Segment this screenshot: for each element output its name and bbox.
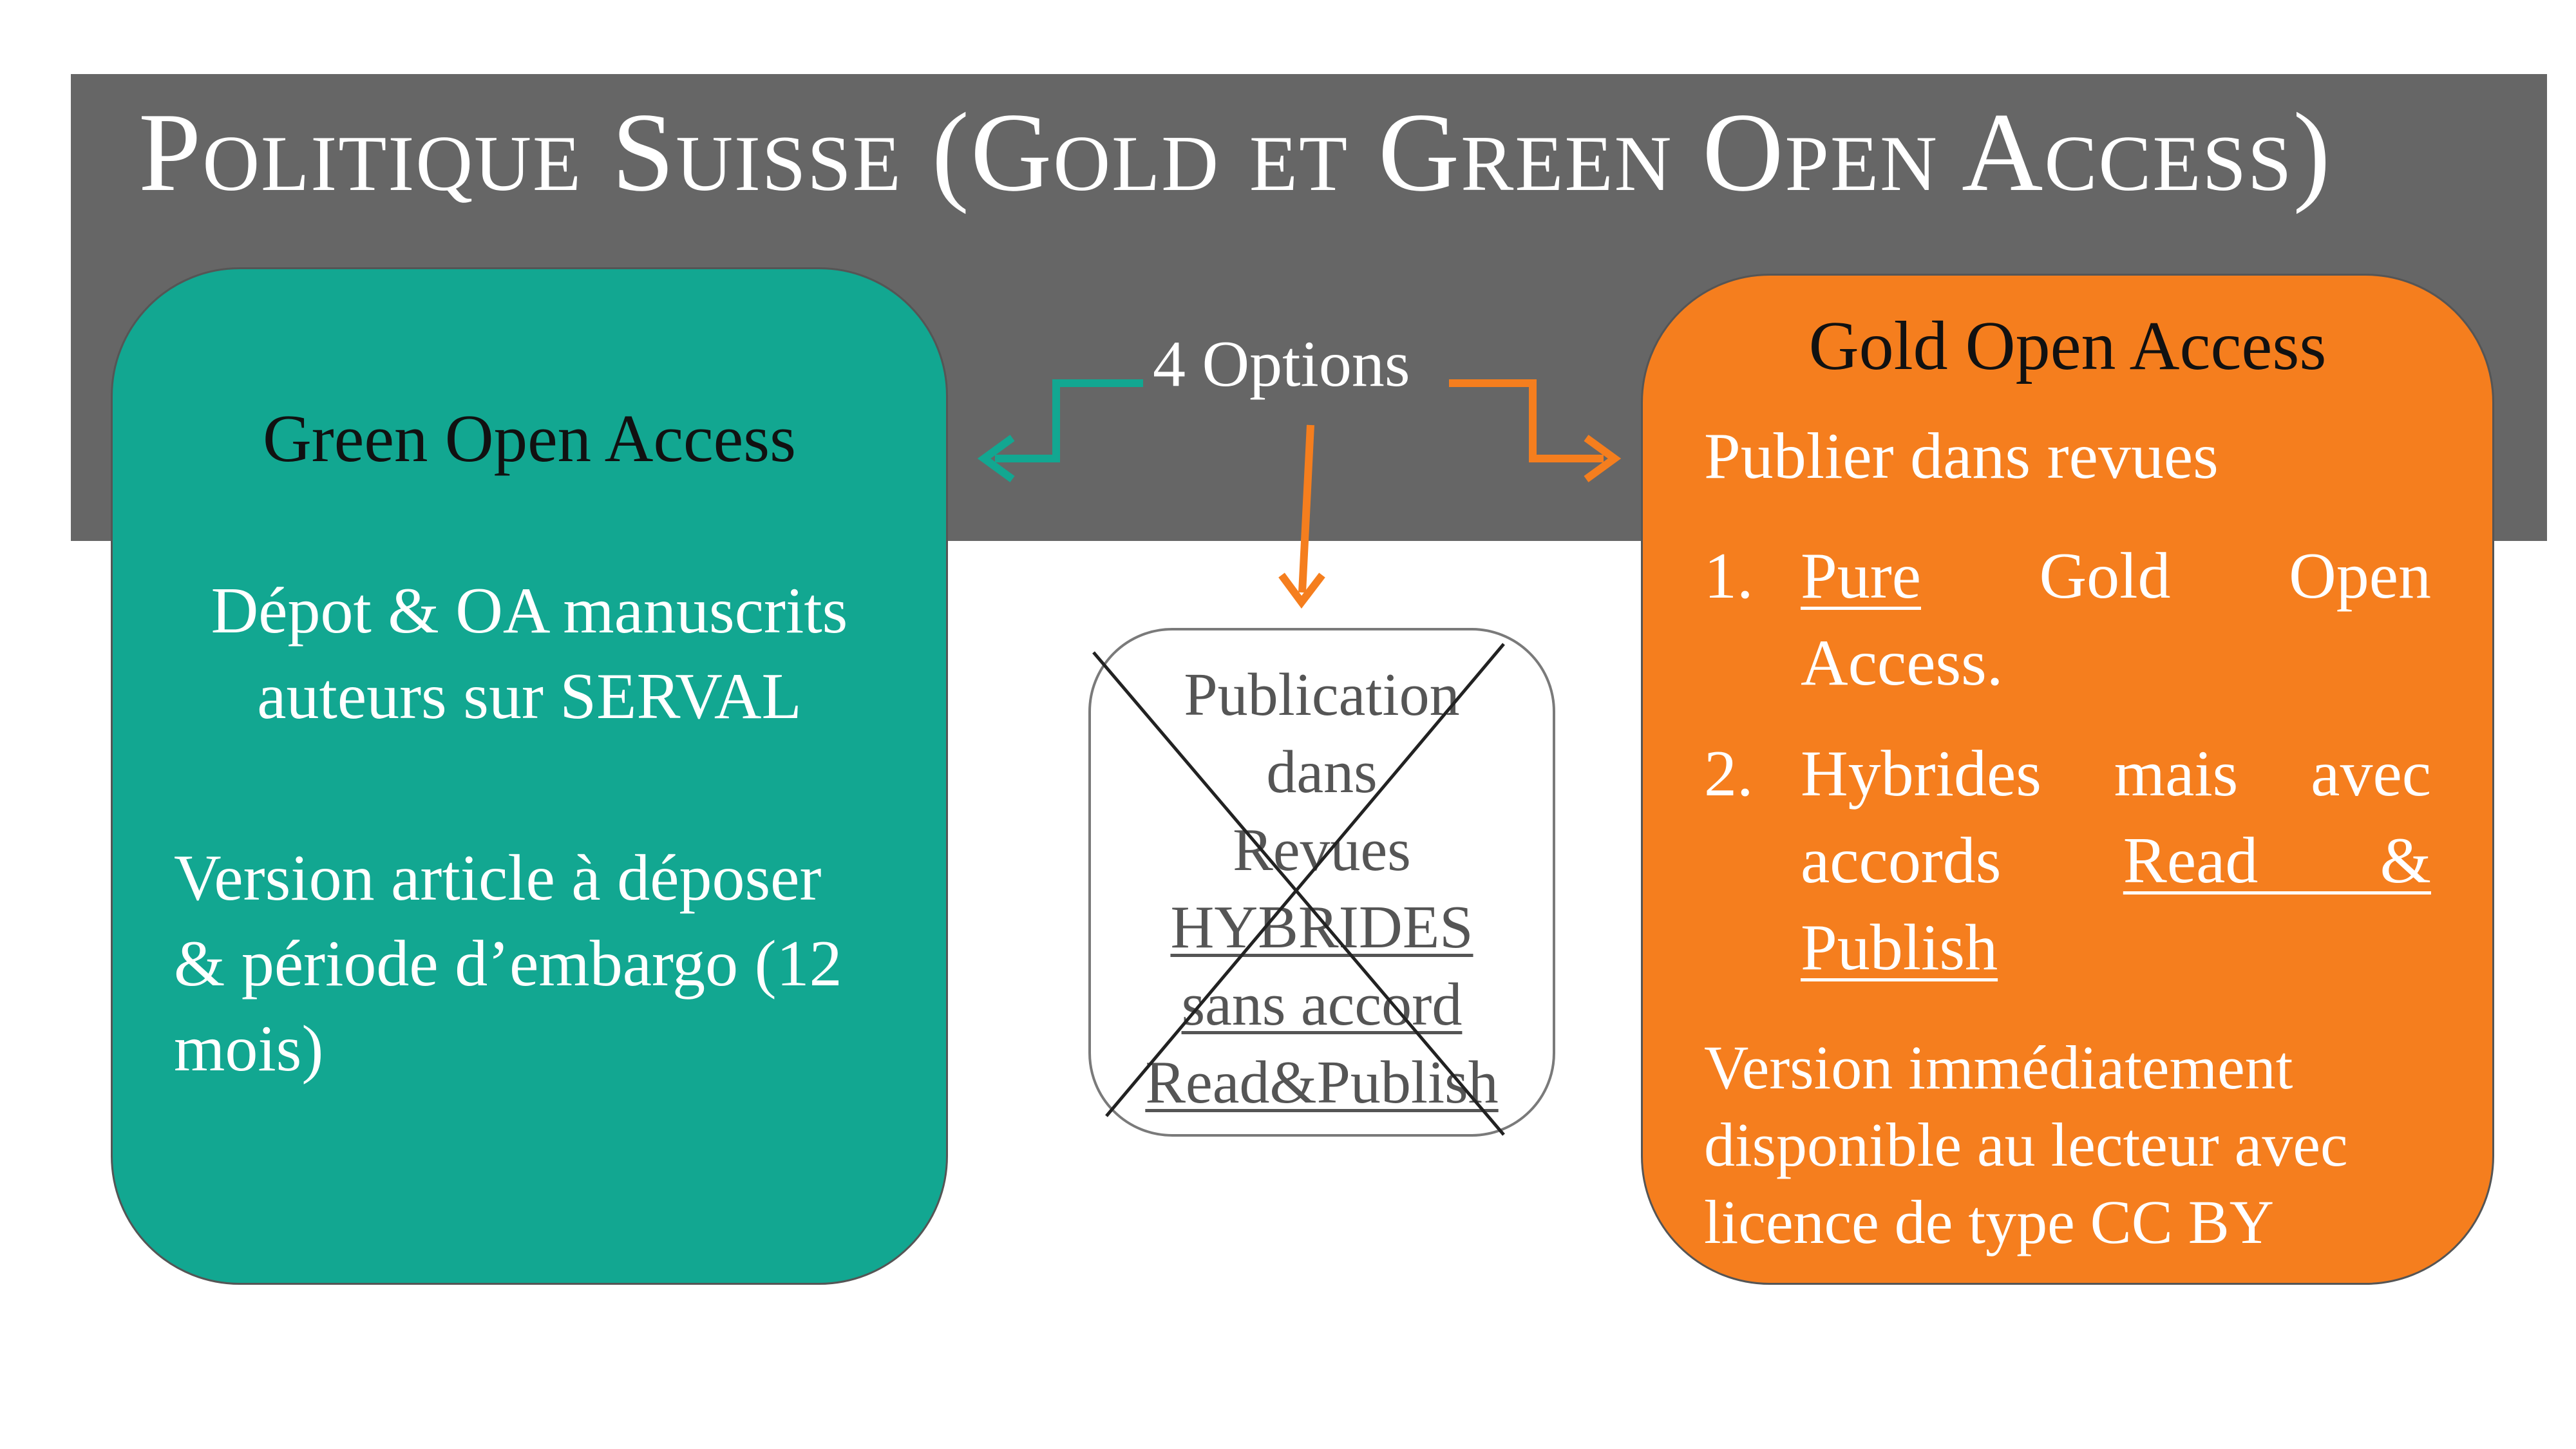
gold-intro: Publier dans revues <box>1704 420 2219 493</box>
gold-item-hybrid-publish: Publish <box>1801 911 1998 984</box>
gold-item-pure-rest: Gold Open <box>2039 540 2431 612</box>
gold-item-number: 1. <box>1704 540 1754 612</box>
orange-arrowhead-down <box>1278 573 1325 609</box>
hybrid-line-4: HYBRIDES <box>1170 893 1473 961</box>
cross-line-b <box>1105 643 1505 1117</box>
orange-arrow-down <box>1298 424 1314 593</box>
gold-item-hybrid-accords: accords <box>1801 824 2002 897</box>
gold-item-pure-underlined: Pure <box>1801 540 1921 612</box>
hybrid-line-2: dans <box>1266 739 1378 806</box>
green-open-access-box: Green Open Access Dépot & OA manuscrits … <box>111 267 948 1285</box>
gold-open-access-box: Gold Open Access Publier dans revues 1. … <box>1641 274 2494 1285</box>
green-title: Green Open Access <box>262 401 796 476</box>
gold-item-number: 2. <box>1704 737 1754 811</box>
green-deposit-text: Dépot & OA manuscrits auteurs sur SERVAL <box>211 574 848 733</box>
hybrid-line-5: sans accord <box>1181 971 1463 1039</box>
slide-title: Politique Suisse (Gold et Green Open Acc… <box>138 90 2332 214</box>
orange-arrow-right <box>1449 379 1604 462</box>
gold-options-list: 1. Pure Gold Open Access. 2. Hybrides ma… <box>1704 533 2431 1016</box>
orange-arrowhead-right <box>1584 435 1622 482</box>
gold-item-pure-line2: Access. <box>1801 626 2003 699</box>
gold-item-hybrid-line1: Hybrides mais avec <box>1801 737 2431 811</box>
gold-item-hybrid-read: Read & <box>2123 824 2431 897</box>
gold-item-pure: 1. Pure Gold Open Access. <box>1704 533 2431 706</box>
gold-title: Gold Open Access <box>1808 308 2327 384</box>
gold-item-hybrid: 2. Hybrides mais avec accords Read & Pub… <box>1704 731 2431 991</box>
green-arrow <box>995 379 1143 462</box>
hybrid-line-1: Publication <box>1184 661 1460 728</box>
green-arrowhead <box>977 435 1015 482</box>
hybrid-text: Publication dans Revues HYBRIDES sans ac… <box>1091 656 1553 1121</box>
gold-version-text: Version immédiatement disponible au lect… <box>1704 1033 2348 1256</box>
cross-line-a <box>1092 651 1505 1136</box>
options-label: 4 Options <box>1153 328 1410 401</box>
hybrid-journals-box: Publication dans Revues HYBRIDES sans ac… <box>1088 628 1555 1137</box>
green-version-text: Version article à déposer & période d’em… <box>174 842 842 1086</box>
